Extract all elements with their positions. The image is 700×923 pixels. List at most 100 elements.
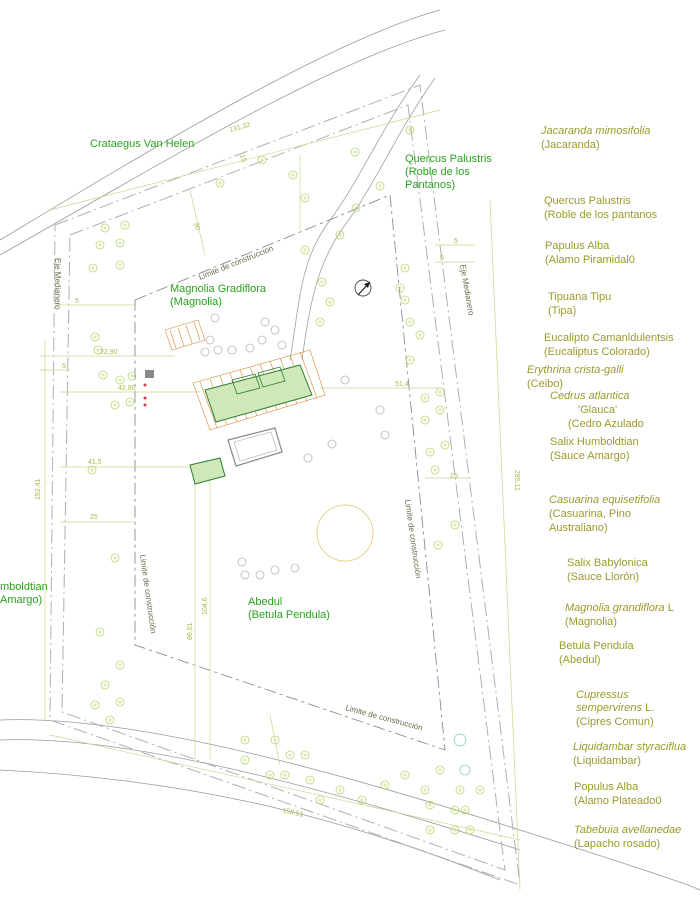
tree-symbol xyxy=(285,750,295,760)
tree-symbol xyxy=(455,785,465,795)
tree-canopy-large xyxy=(316,504,374,562)
svg-text:(Alamo Piramidal0: (Alamo Piramidal0 xyxy=(545,254,635,266)
plan-label-abedul-1: Abedul xyxy=(248,596,282,608)
plan-label-salix-cut-1: mboldtian xyxy=(0,581,48,593)
svg-text:Jacaranda mimosifolia: Jacaranda mimosifolia xyxy=(540,125,650,137)
svg-text:Tabebuia avellanedae: Tabebuia avellanedae xyxy=(574,824,681,836)
tree-symbol xyxy=(425,800,435,810)
svg-text:Eucalipto Camanldulentsis: Eucalipto Camanldulentsis xyxy=(544,332,674,344)
tree-symbol xyxy=(425,825,435,835)
pool xyxy=(227,427,283,467)
tree-symbol xyxy=(115,697,125,707)
tree-symbol xyxy=(200,347,210,357)
tree-symbol xyxy=(205,335,215,345)
legend-item-tabebuia: Tabebuia avellanedae (Lapacho rosado) xyxy=(574,824,681,850)
svg-text:Australiano): Australiano) xyxy=(549,522,608,534)
tree-symbol xyxy=(227,345,237,355)
tree-symbol xyxy=(237,557,247,567)
tree-symbol xyxy=(305,775,315,785)
tree-symbol xyxy=(245,343,255,353)
legend-item-cedrus: Cedrus atlantica 'Glauca' (Cedro Azulado xyxy=(550,390,644,430)
tree-symbol xyxy=(335,230,345,240)
tree-symbol xyxy=(93,345,103,355)
dim-28511: 285,11 xyxy=(513,470,520,491)
tree-symbol xyxy=(115,375,125,385)
plan-label-quercus-3: Pantanos) xyxy=(405,179,455,191)
tree-symbol xyxy=(351,203,361,213)
tree-symbol xyxy=(400,263,410,273)
tree-symbol xyxy=(420,393,430,403)
legend-item-salix-babylonica: Salix Babylonica (Sauce Llorón) xyxy=(567,557,649,583)
svg-text:(Liquidambar): (Liquidambar) xyxy=(573,755,641,767)
tree-symbol xyxy=(400,770,410,780)
dim-5a: 5 xyxy=(454,238,458,245)
plan-plant-labels: Crataegus Van Helen Quercus Palustris (R… xyxy=(0,138,492,621)
tree-symbol xyxy=(270,565,280,575)
svg-text:Quercus Palustris: Quercus Palustris xyxy=(544,195,631,207)
tree-symbol xyxy=(303,453,313,463)
dim-25b: 25 xyxy=(450,473,458,480)
svg-text:(Cipres Comun): (Cipres Comun) xyxy=(576,716,654,728)
tree-symbol xyxy=(415,330,425,340)
svg-text:Magnolia grandiflora L: Magnolia grandiflora L xyxy=(565,602,674,614)
small-markers xyxy=(143,370,154,407)
tree-symbol xyxy=(300,750,310,760)
dim-15241: 152,41 xyxy=(35,478,42,500)
svg-text:(Sauce Amargo): (Sauce Amargo) xyxy=(550,450,629,462)
construction-annotations: Limite de construccion Limite de constru… xyxy=(53,244,476,733)
tree-symbol xyxy=(405,317,415,327)
tree-symbol xyxy=(453,733,467,747)
dimension-labels: 131,32 30 15 5 5 5 5 22,90 42,80 51,4 41… xyxy=(35,122,520,819)
tree-symbol xyxy=(420,785,430,795)
svg-text:Liquidambar styraciflua: Liquidambar styraciflua xyxy=(573,741,686,753)
tree-symbol xyxy=(105,715,115,725)
tree-symbol xyxy=(87,465,97,475)
plan-label-crataegus: Crataegus Van Helen xyxy=(90,138,194,150)
svg-text:'Glauca': 'Glauca' xyxy=(578,404,617,416)
legend-item-tipuana: Tipuana Tipu (Tipa) xyxy=(548,291,611,317)
tree-symbol xyxy=(300,193,310,203)
legend-item-cupressus: Cupressus sempervirens L. (Cipres Comun) xyxy=(576,689,654,728)
tree-symbol xyxy=(315,317,325,327)
path-curve xyxy=(289,74,436,361)
svg-text:Salix Babylonica: Salix Babylonica xyxy=(567,557,649,569)
shed xyxy=(189,457,226,485)
tree-symbol xyxy=(98,370,108,380)
tree-symbol xyxy=(335,785,345,795)
dim-514: 51,4 xyxy=(395,381,409,388)
tree-symbol xyxy=(110,553,120,563)
tree-symbol xyxy=(475,785,485,795)
limite-top-label: Limite de construccion xyxy=(197,244,274,282)
svg-text:Erythrina crista-galli: Erythrina crista-galli xyxy=(527,364,624,376)
svg-text:Papulus Alba: Papulus Alba xyxy=(545,240,610,252)
svg-text:(Ceibo): (Ceibo) xyxy=(527,378,563,390)
tree-symbol xyxy=(270,325,280,335)
tree-symbol xyxy=(95,240,105,250)
legend-item-populus: Populus Alba (Alamo Plateado0 xyxy=(574,781,661,807)
tree-symbol xyxy=(120,220,130,230)
legend-item-papulus: Papulus Alba (Alamo Piramidal0 xyxy=(545,240,635,266)
tree-symbol xyxy=(115,260,125,270)
legend-item-salix-humboldtian: Salix Humboldtian (Sauce Amargo) xyxy=(550,436,639,462)
tree-symbol xyxy=(240,570,250,580)
tree-symbol xyxy=(400,295,410,305)
tree-symbol xyxy=(115,238,125,248)
tree-symbol xyxy=(127,371,137,381)
legend-item-liquidambar: Liquidambar styraciflua (Liquidambar) xyxy=(573,741,686,767)
tree-symbol xyxy=(450,805,460,815)
svg-text:(Magnolia): (Magnolia) xyxy=(565,616,617,628)
construction-limit xyxy=(134,194,446,751)
svg-text:Salix Humboldtian: Salix Humboldtian xyxy=(550,436,639,448)
plan-label-abedul-2: (Betula Pendula) xyxy=(248,609,330,621)
tree-symbol xyxy=(213,345,223,355)
plant-legend: Jacaranda mimosifolia (Jacaranda) Quercu… xyxy=(527,125,686,850)
dim-25a: 25 xyxy=(90,514,98,521)
tree-symbol xyxy=(240,735,250,745)
svg-text:(Cedro Azulado: (Cedro Azulado xyxy=(568,418,644,430)
svg-text:Cedrus atlantica: Cedrus atlantica xyxy=(550,390,630,402)
tree-symbol xyxy=(270,735,280,745)
svg-text:(Abedul): (Abedul) xyxy=(559,654,601,666)
tree-symbol xyxy=(405,125,415,135)
